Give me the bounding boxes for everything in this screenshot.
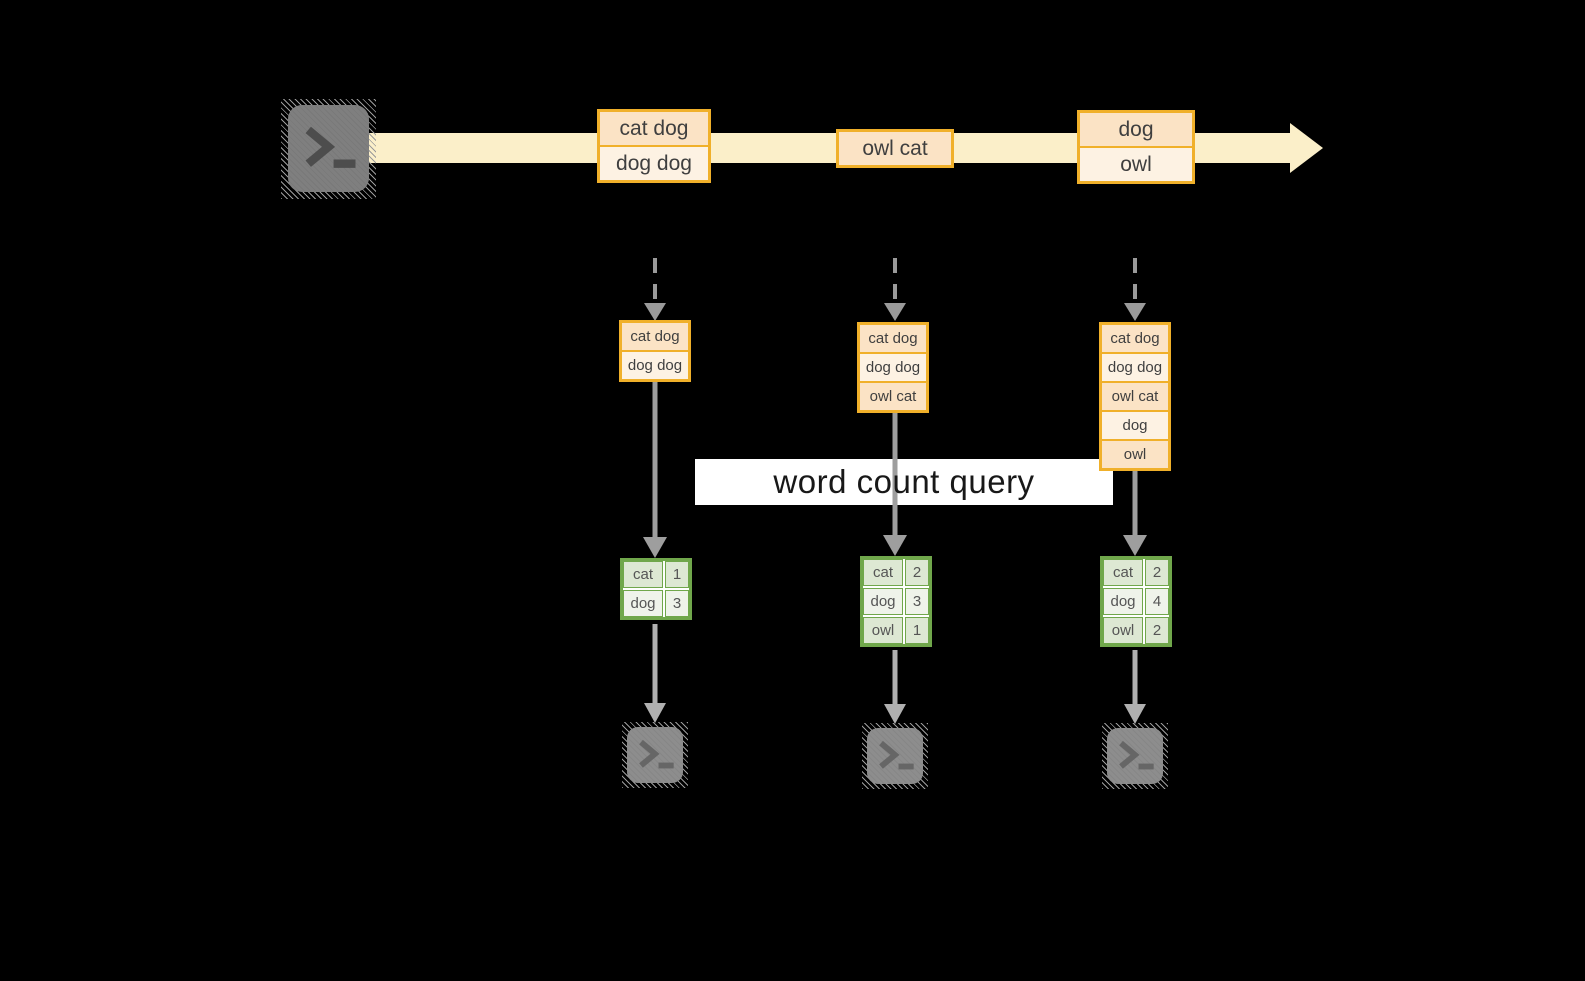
- state-box-3: cat dog dog dog owl cat dog owl: [1099, 322, 1171, 471]
- count-cell: 1: [905, 617, 929, 644]
- query-label: word count query: [773, 463, 1035, 500]
- count-table-2: cat 2 dog 3 owl 1: [860, 556, 932, 647]
- word-cell: dog: [623, 590, 663, 617]
- word-cell: cat: [863, 559, 903, 586]
- down-arrow-head: [644, 303, 666, 321]
- terminal-body: [1107, 728, 1163, 784]
- word-cell: dog: [1103, 588, 1143, 615]
- record: cat dog: [622, 323, 688, 350]
- down-arrow-head: [883, 535, 907, 556]
- record: cat dog: [1102, 325, 1168, 352]
- sink-terminal-icon: [622, 722, 688, 788]
- record: cat dog: [860, 325, 926, 352]
- source-terminal-icon: [281, 99, 376, 199]
- record: dog dog: [600, 147, 708, 180]
- count-cell: 2: [905, 559, 929, 586]
- count-cell: 2: [1145, 617, 1169, 644]
- record: owl: [1102, 441, 1168, 468]
- record: owl cat: [1102, 383, 1168, 410]
- terminal-prompt-glyph: [305, 126, 356, 168]
- word-cell: owl: [1103, 617, 1143, 644]
- word-cell: cat: [623, 561, 663, 588]
- query-label-band: word count query: [695, 459, 1113, 505]
- down-arrow-head: [1124, 303, 1146, 321]
- count-table-3: cat 2 dog 4 owl 2: [1100, 556, 1172, 647]
- count-cell: 3: [905, 588, 929, 615]
- terminal-prompt-glyph: [879, 740, 914, 770]
- down-arrow-head: [1124, 704, 1146, 724]
- sink-terminal-icon: [1102, 723, 1168, 789]
- record: owl cat: [839, 132, 951, 165]
- terminal-body: [867, 728, 923, 784]
- record: owl: [1080, 148, 1192, 181]
- stream-batch-2: owl cat: [836, 129, 954, 168]
- down-arrow-head: [643, 537, 667, 558]
- stream-batch-1: cat dog dog dog: [597, 109, 711, 183]
- word-cell: owl: [863, 617, 903, 644]
- down-arrow-head: [644, 703, 666, 723]
- count-cell: 1: [665, 561, 689, 588]
- word-cell: dog: [863, 588, 903, 615]
- count-table-1: cat 1 dog 3: [620, 558, 692, 620]
- record: owl cat: [860, 383, 926, 410]
- record: dog dog: [860, 354, 926, 381]
- terminal-prompt-glyph: [639, 739, 674, 769]
- right-arrow-icon: [1290, 123, 1323, 173]
- sink-terminal-icon: [862, 723, 928, 789]
- terminal-body: [627, 727, 683, 783]
- count-cell: 4: [1145, 588, 1169, 615]
- record: dog: [1080, 113, 1192, 146]
- record: cat dog: [600, 112, 708, 145]
- stream-batch-3: dog owl: [1077, 110, 1195, 184]
- count-cell: 3: [665, 590, 689, 617]
- terminal-body: [288, 105, 369, 192]
- record: dog dog: [622, 352, 688, 379]
- down-arrow-head: [884, 704, 906, 724]
- word-cell: cat: [1103, 559, 1143, 586]
- state-box-1: cat dog dog dog: [619, 320, 691, 382]
- record: dog dog: [1102, 354, 1168, 381]
- down-arrow-head: [1123, 535, 1147, 556]
- record: dog: [1102, 412, 1168, 439]
- terminal-prompt-glyph: [1119, 740, 1154, 770]
- state-box-2: cat dog dog dog owl cat: [857, 322, 929, 413]
- down-arrow-head: [884, 303, 906, 321]
- count-cell: 2: [1145, 559, 1169, 586]
